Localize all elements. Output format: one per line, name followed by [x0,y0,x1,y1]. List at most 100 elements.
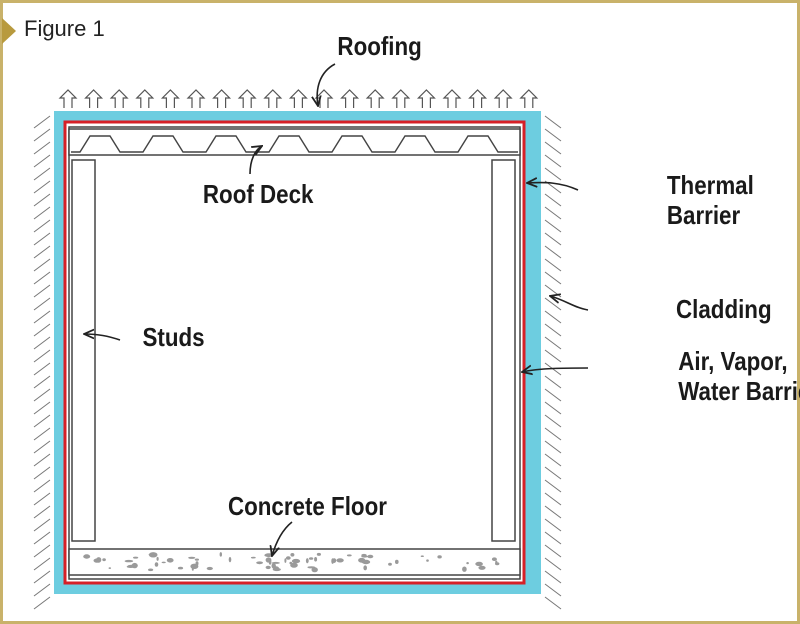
aggregate-speck [250,556,256,559]
hatch-line [544,401,562,415]
studs-label: Studs [143,323,205,352]
cladding-label: Cladding [676,295,772,324]
aggregate-speck [161,561,166,564]
roofing-arrow-icon [160,89,180,108]
roofing-arrow-icon [493,89,513,108]
thermal-barrier-label-line2: Barrier [667,201,741,230]
hatch-line [544,167,562,181]
hatch-line [33,193,51,207]
thermal-barrier-callout-arrow [527,183,579,191]
hatch-line [33,297,51,311]
hatch-line [33,258,51,272]
roofing-arrow-icon [186,89,206,108]
hatch-line [33,154,51,168]
figure-tag-marker [2,18,16,44]
aggregate-speck [363,565,368,571]
hatch-line [544,297,562,311]
hatch-line [33,583,51,597]
aggregate-speck [426,559,429,562]
aggregate-speck [420,555,424,557]
aggregate-speck [367,554,374,559]
hatch-line [33,232,51,246]
aggregate-speck [124,559,134,563]
hatch-line [33,492,51,506]
aggregate-speck [388,562,392,566]
roofing-arrow-icon [84,89,104,108]
aggregate-speck [265,557,272,563]
hatch-line [544,557,562,571]
aggregate-speck [478,565,486,570]
aggregate-speck [195,561,199,566]
aggregate-speck [308,557,314,560]
aggregate-speck [256,561,263,565]
hatch-line [544,544,562,558]
roofing-arrow-icon [288,89,308,108]
hatch-line [33,167,51,181]
hatch-line [33,544,51,558]
roof-deck-corrugation [71,135,518,153]
hatch-line [33,440,51,454]
hatch-line [33,336,51,350]
left-stud [71,159,96,542]
hatch-line [544,141,562,155]
aggregate-speck [96,557,102,563]
figure-title: Figure 1 [24,16,105,41]
hatch-line [544,583,562,597]
aggregate-speck [331,558,334,564]
hatch-line [33,349,51,363]
hatch-line [33,466,51,480]
hatch-line [544,518,562,532]
aggregate-speck [346,554,352,557]
aggregate-speck [219,552,222,557]
hatch-line [33,180,51,194]
hatch-line [33,596,51,610]
hatch-line [544,336,562,350]
aggregate-speck [265,565,271,570]
hatch-line [544,154,562,168]
concrete-aggregate [83,552,500,573]
roofing-arrow-icon [519,89,539,108]
hatch-line [33,375,51,389]
concrete-floor-callout-arrow [272,521,293,556]
aggregate-speck [305,558,309,564]
aggregate-speck [191,567,194,571]
aggregate-speck [156,556,159,561]
hatch-line [544,414,562,428]
studs-callout-arrow [84,334,121,341]
hatch-line [33,128,51,142]
air-barrier-callout-arrow [522,368,589,372]
aggregate-speck [271,561,280,564]
left-cladding-hatch [33,115,51,610]
aggregate-speck [272,567,281,572]
aggregate-speck [148,568,154,572]
thermal-barrier-label-line1: Thermal [667,171,754,200]
hatch-line [544,128,562,142]
aggregate-speck [285,556,291,560]
hatch-line [544,349,562,363]
hatch-line [544,193,562,207]
roofing-label: Roofing [337,32,421,61]
hatch-line [544,323,562,337]
hatch-line [33,310,51,324]
aggregate-speck [290,553,295,557]
hatch-line [544,492,562,506]
hatch-line [544,427,562,441]
hatch-line [33,284,51,298]
aggregate-speck [166,558,174,563]
hatch-line [33,141,51,155]
hatch-line [544,388,562,402]
hatch-line [544,466,562,480]
hatch-line [33,245,51,259]
hatch-line [33,323,51,337]
aggregate-speck [133,556,139,559]
aggregate-speck [437,555,442,559]
hatch-line [544,206,562,220]
roofing-arrow-icon [135,89,155,108]
aggregate-speck [177,566,184,570]
aggregate-speck [314,557,318,562]
hatch-line [544,284,562,298]
hatch-line [33,453,51,467]
roofing-arrow-icon [340,89,360,108]
roofing-arrow-icon [391,89,411,108]
